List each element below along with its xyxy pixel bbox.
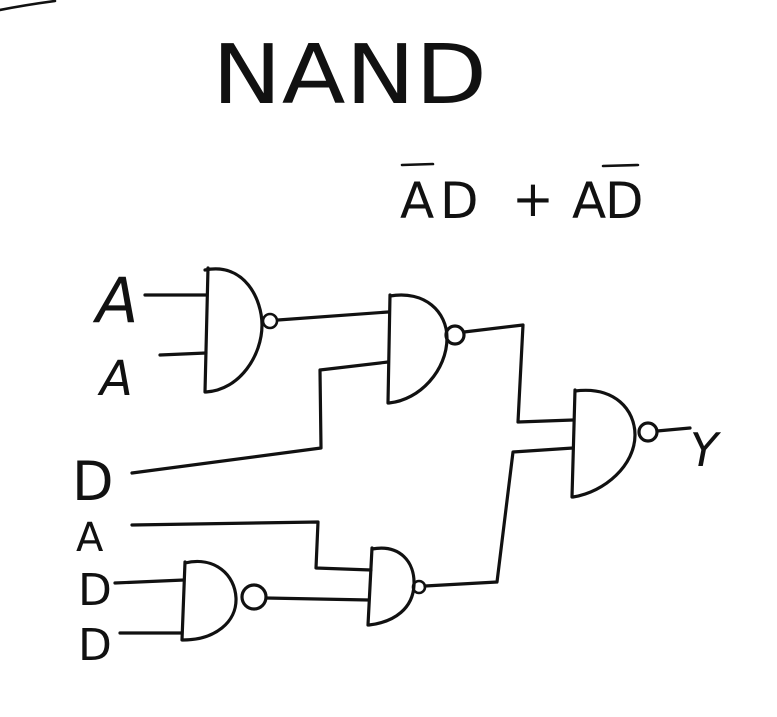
output-label: Y [690, 423, 722, 477]
gate-1-body [203, 266, 264, 394]
wire-gate2-gate3 [462, 323, 575, 424]
nand-gate-3 [570, 388, 659, 499]
wire-gate5-gate3 [423, 446, 575, 588]
nand-gate-5 [366, 546, 427, 627]
expr-term1-var2: D [440, 172, 479, 230]
wire-in4-gate5 [130, 520, 373, 572]
input-label-1: A [92, 264, 138, 337]
expr-term1-var1: A [400, 172, 434, 230]
expr-term2-var2: D [605, 172, 644, 230]
nand-gate-1 [203, 266, 279, 394]
gate-4-bubble [240, 583, 268, 611]
wire-in3-gate2 [130, 360, 390, 475]
expr-plus: + [512, 170, 554, 228]
nand-gate-2 [386, 293, 466, 405]
nand-gate-4 [180, 560, 268, 642]
expr-term1-overbar [400, 162, 435, 167]
input-label-2: A [97, 351, 133, 407]
gate-2-bubble [444, 324, 466, 346]
expr-term2-overbar [601, 163, 640, 168]
boolean-expression: A D + A D [400, 162, 644, 230]
input-label-3: D [72, 450, 114, 513]
gate-1-bubble [261, 312, 279, 330]
gate-3-body [570, 388, 637, 499]
wire-gate1-gate2 [276, 310, 390, 322]
gate-2-body [386, 293, 449, 405]
gate-3-bubble [637, 421, 659, 443]
wire-in2-gate1 [158, 351, 208, 357]
wire-gate4-gate5 [264, 596, 371, 602]
wires [113, 293, 692, 635]
expr-term2-var1: A [572, 172, 606, 230]
wire-gate3-output [655, 426, 692, 433]
input-label-4: A [76, 515, 104, 561]
gate-5-body [366, 546, 416, 627]
input-label-6: D [78, 620, 112, 671]
gate-4-body [180, 560, 238, 642]
wire-in5-gate4 [113, 578, 186, 585]
stray-stroke [0, 0, 57, 12]
title: NAND [212, 28, 487, 123]
input-label-5: D [78, 565, 112, 616]
